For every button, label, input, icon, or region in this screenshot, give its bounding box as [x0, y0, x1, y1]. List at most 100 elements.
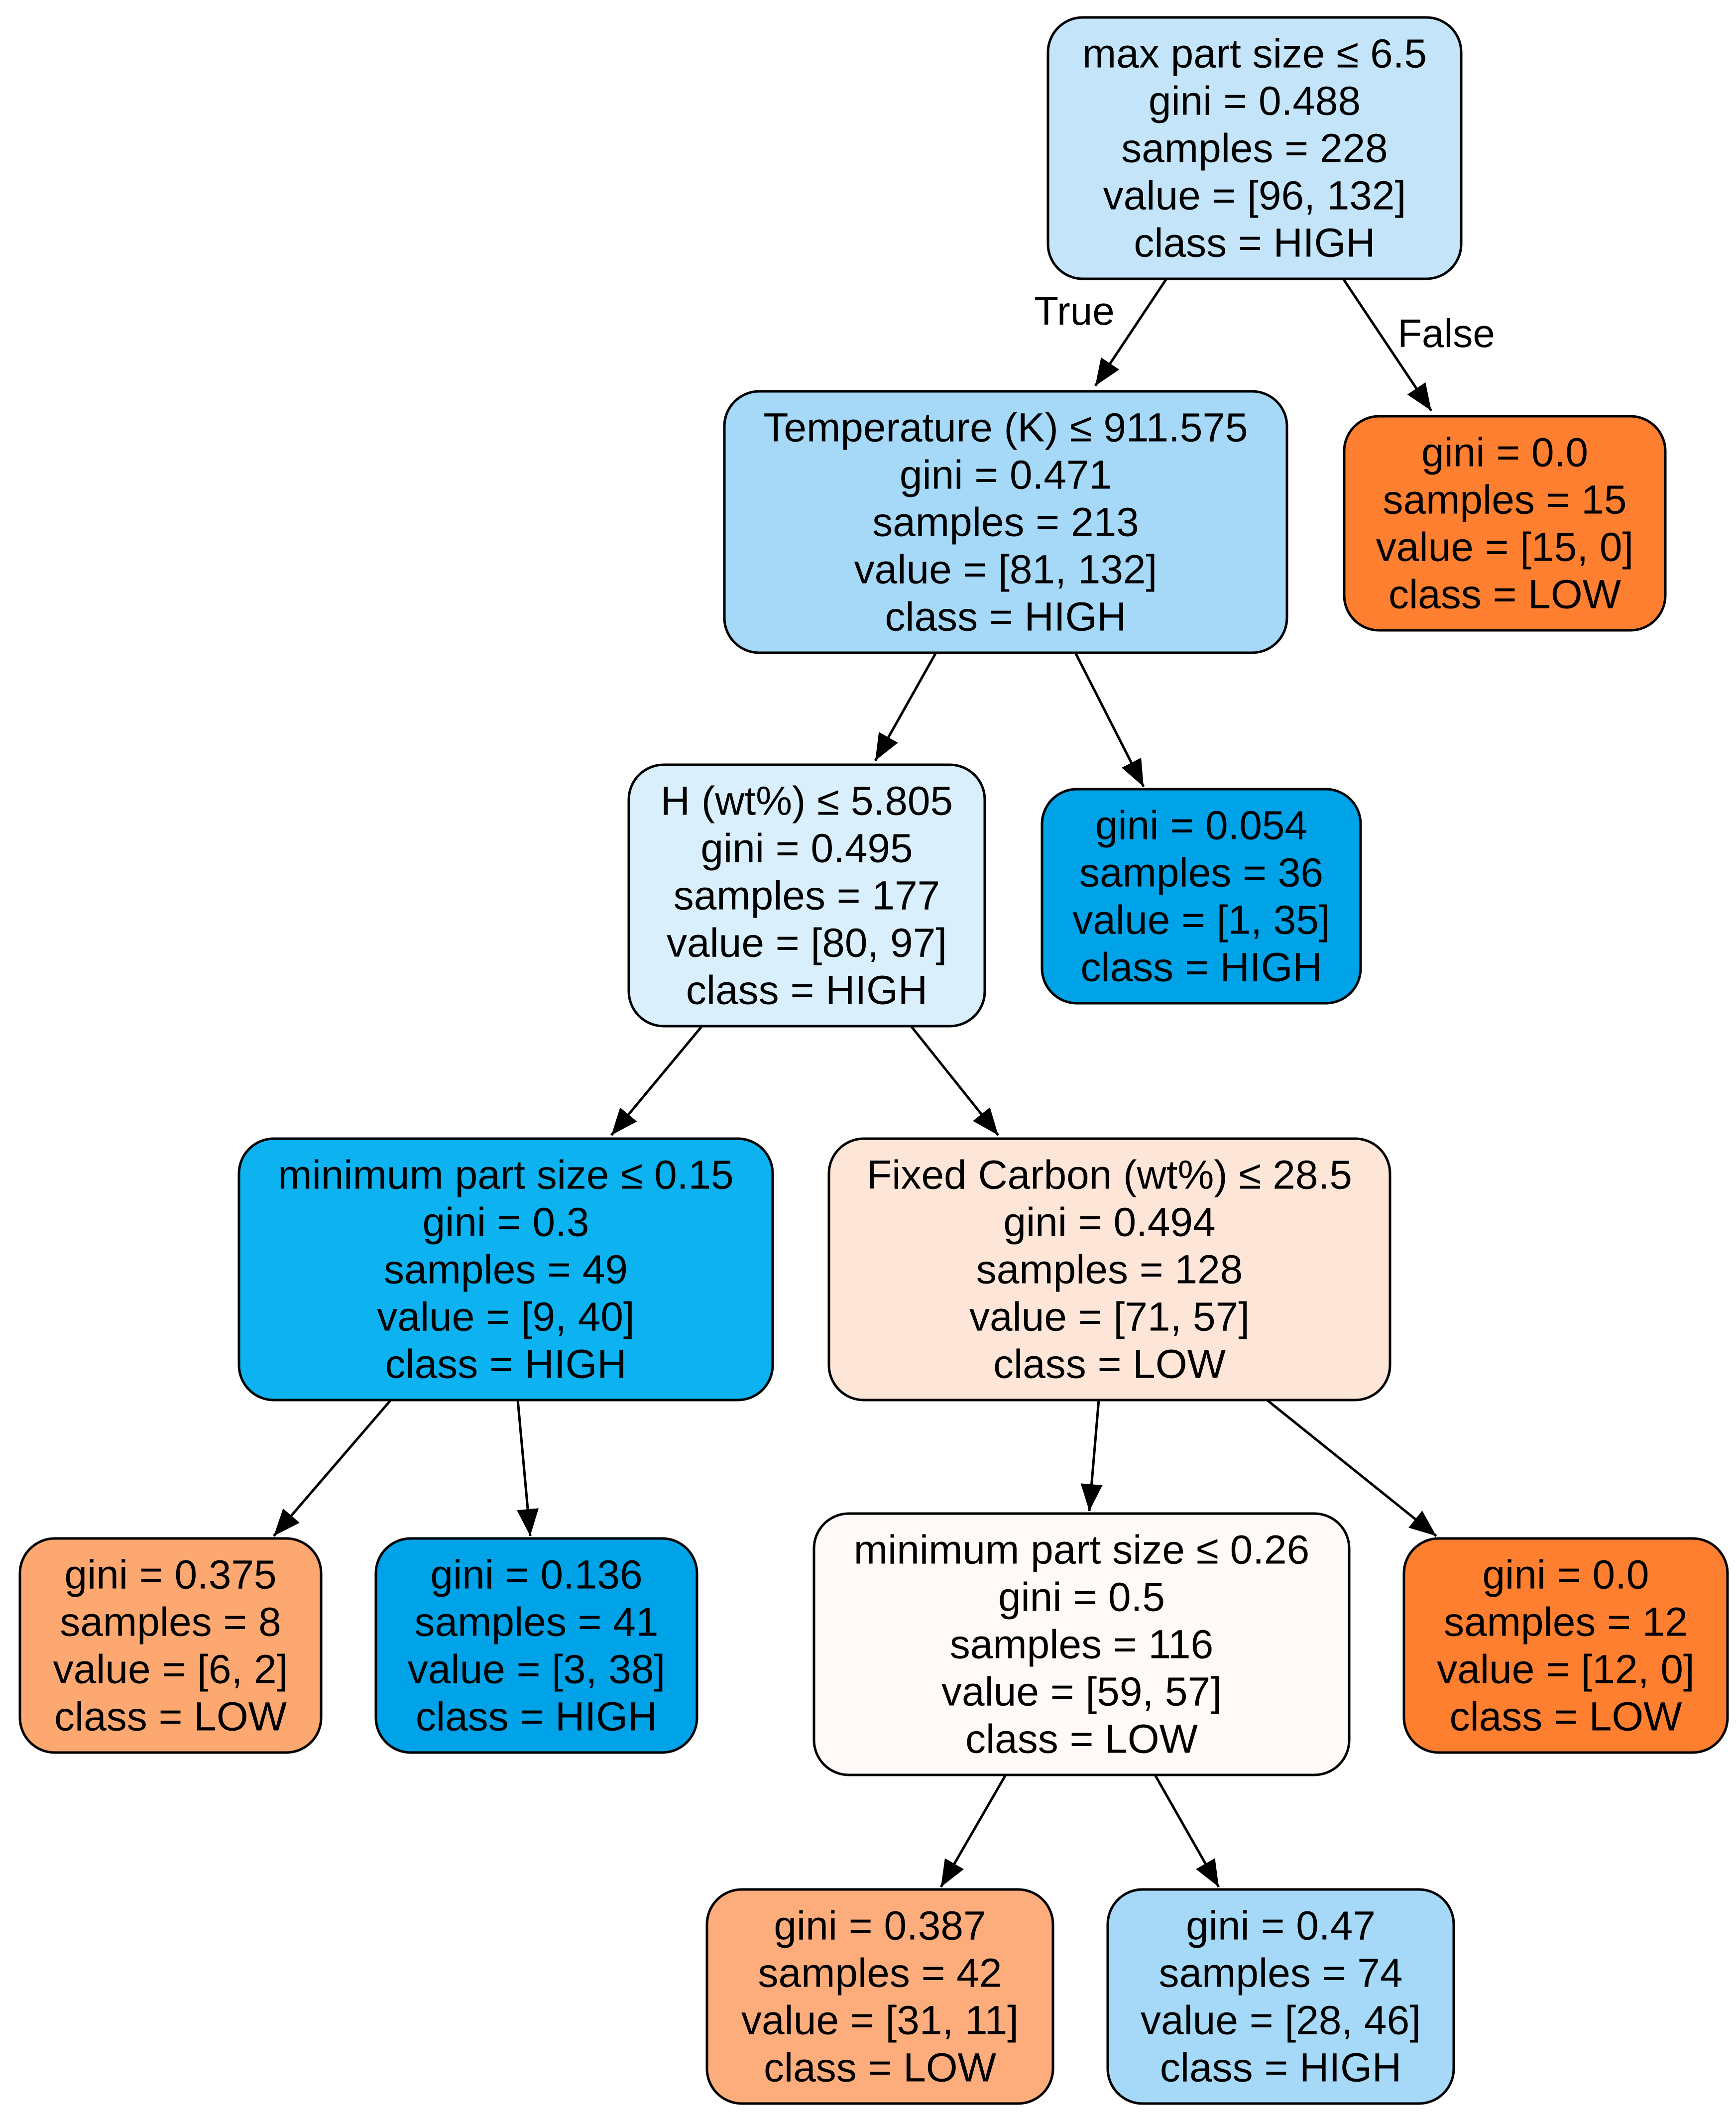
- node-line: samples = 36: [1079, 850, 1323, 896]
- node-box: [723, 390, 1288, 654]
- edge-n1-n4: [1074, 652, 1145, 788]
- node-line: samples = 74: [1159, 1951, 1403, 1996]
- node-box: [1046, 16, 1463, 280]
- node-box: [1343, 415, 1667, 632]
- node-line: value = [15, 0]: [1376, 525, 1633, 570]
- node-box: [812, 1512, 1351, 1776]
- node-line: minimum part size ≤ 0.26: [854, 1527, 1309, 1573]
- edge-n3-n5: [610, 1025, 703, 1136]
- node-line: class = HIGH: [1080, 945, 1322, 990]
- node-box: [1041, 788, 1362, 1005]
- node-line: samples = 116: [950, 1622, 1214, 1667]
- node-line: class = LOW: [993, 1342, 1226, 1387]
- node-line: samples = 49: [384, 1247, 628, 1292]
- node-line: value = [12, 0]: [1437, 1647, 1694, 1692]
- node-line: samples = 177: [674, 873, 940, 919]
- node-line: gini = 0.5: [998, 1575, 1165, 1620]
- node-line: Fixed Carbon (wt%) ≤ 28.5: [867, 1153, 1352, 1198]
- node-line: value = [59, 57]: [941, 1669, 1222, 1715]
- node-line: samples = 228: [1121, 126, 1388, 171]
- edges-layer: [273, 278, 1437, 1888]
- node-line: samples = 12: [1444, 1600, 1688, 1645]
- node-line: class = LOW: [1449, 1694, 1682, 1740]
- node-line: class = LOW: [965, 1717, 1198, 1762]
- node-line: samples = 41: [415, 1600, 659, 1645]
- node-box: [827, 1137, 1391, 1402]
- edge-n1-n3: [874, 652, 937, 762]
- node-line: value = [3, 38]: [408, 1647, 665, 1692]
- node-line: gini = 0.136: [430, 1552, 642, 1598]
- node-line: value = [71, 57]: [969, 1294, 1250, 1340]
- edge-root-n2: [1342, 278, 1433, 412]
- node-box: [627, 763, 986, 1028]
- node-line: value = [31, 11]: [741, 1998, 1019, 2043]
- node-line: samples = 128: [976, 1247, 1243, 1292]
- node-box: [1106, 1888, 1455, 2105]
- edge-label-false: False: [1397, 311, 1495, 355]
- node-line: Temperature (K) ≤ 911.575: [763, 405, 1248, 451]
- node-line: class = HIGH: [1134, 221, 1375, 266]
- node-line: class = HIGH: [686, 968, 927, 1013]
- node-line: gini = 0.495: [700, 826, 913, 871]
- node-box: [705, 1888, 1054, 2105]
- node-line: class = HIGH: [385, 1342, 626, 1387]
- node-line: H (wt%) ≤ 5.805: [661, 779, 953, 824]
- node-line: gini = 0.488: [1149, 79, 1361, 124]
- node-line: gini = 0.375: [64, 1552, 276, 1598]
- node-line: gini = 0.0: [1421, 430, 1588, 475]
- node-line: gini = 0.3: [422, 1200, 589, 1245]
- node-line: max part size ≤ 6.5: [1082, 31, 1427, 77]
- node-line: class = LOW: [764, 2045, 997, 2091]
- node-line: value = [1, 35]: [1072, 898, 1330, 943]
- node-line: class = LOW: [1389, 572, 1621, 617]
- edge-n5-n8: [516, 1400, 539, 1536]
- edge-n5-n7: [273, 1399, 392, 1537]
- edge-root-n1: [1094, 278, 1168, 387]
- node-line: value = [28, 46]: [1141, 1998, 1421, 2043]
- node-line: gini = 0.0: [1482, 1552, 1649, 1598]
- node-line: class = LOW: [54, 1694, 287, 1740]
- edge-n3-n6: [910, 1025, 999, 1136]
- node-line: value = [9, 40]: [377, 1294, 634, 1340]
- node-line: gini = 0.387: [774, 1903, 986, 1949]
- node-line: gini = 0.47: [1186, 1903, 1376, 1949]
- edge-n9-n12: [1154, 1774, 1220, 1888]
- node-box: [237, 1137, 774, 1402]
- edge-label-true: True: [1034, 289, 1115, 333]
- node-line: samples = 42: [758, 1951, 1002, 1996]
- node-box: [374, 1537, 698, 1754]
- node-line: minimum part size ≤ 0.15: [278, 1153, 733, 1198]
- node-line: class = HIGH: [885, 594, 1126, 640]
- edge-n6-n9: [1080, 1400, 1103, 1512]
- edge-n9-n11: [939, 1774, 1007, 1888]
- node-line: value = [81, 132]: [854, 547, 1157, 592]
- node-line: samples = 15: [1383, 477, 1627, 523]
- node-line: samples = 8: [60, 1600, 281, 1645]
- node-box: [18, 1537, 323, 1754]
- node-box: [1402, 1537, 1729, 1754]
- node-line: gini = 0.471: [900, 453, 1112, 498]
- node-line: gini = 0.494: [1003, 1200, 1215, 1245]
- node-line: class = HIGH: [416, 1694, 657, 1740]
- node-line: gini = 0.054: [1095, 803, 1307, 848]
- node-line: value = [6, 2]: [53, 1647, 288, 1692]
- node-line: samples = 213: [872, 500, 1139, 545]
- node-line: class = HIGH: [1160, 2045, 1401, 2091]
- edge-n6-n10: [1266, 1399, 1437, 1537]
- edge-labels-layer: True False: [1034, 289, 1495, 355]
- node-line: value = [80, 97]: [667, 921, 947, 966]
